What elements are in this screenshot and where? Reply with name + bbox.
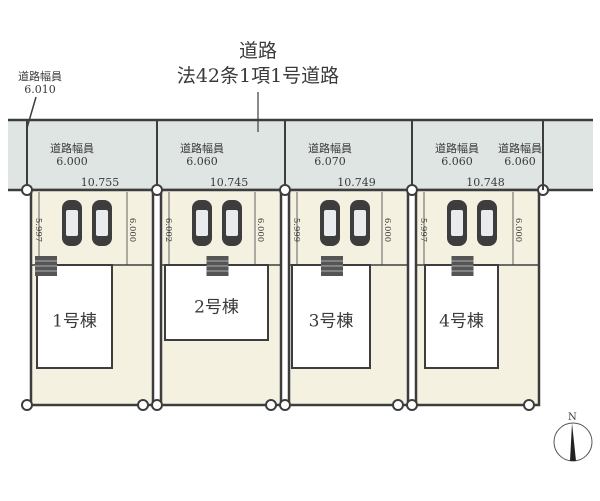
frontage-length: 10.748 [466, 176, 505, 189]
road-width-value: 6.060 [186, 155, 218, 168]
frontage-length: 10.755 [81, 176, 120, 189]
utility-box-icon [35, 256, 57, 276]
boundary-marker [406, 399, 418, 411]
road-width-value: 6.060 [504, 155, 536, 168]
boundary-marker [151, 184, 163, 196]
car-icon [62, 200, 82, 246]
boundary-marker [279, 399, 291, 411]
depth-left-value: 5.999 [291, 218, 301, 242]
boundary-marker [406, 184, 418, 196]
boundary-marker [151, 399, 163, 411]
left-road-width-value: 6.010 [24, 83, 56, 96]
left-road-width-label: 道路幅員 [18, 69, 62, 83]
road-classification: 法42条1項1号道路 [177, 65, 339, 87]
car-icon [222, 200, 242, 246]
road-width-value: 6.060 [441, 155, 473, 168]
boundary-marker [523, 399, 535, 411]
car-icon [477, 200, 497, 246]
road-width-value: 6.070 [314, 155, 346, 168]
boundary-marker [392, 399, 404, 411]
car-icon [92, 200, 112, 246]
road-width-label: 道路幅員 [308, 141, 352, 155]
road-width-label: 道路幅員 [180, 141, 224, 155]
house-footprint [164, 264, 269, 341]
boundary-marker [265, 399, 277, 411]
road-width-value: 6.000 [56, 155, 88, 168]
frontage-length: 10.745 [210, 176, 249, 189]
left-road-leader [26, 96, 37, 129]
frontage-length: 10.749 [337, 176, 376, 189]
depth-left-value: 6.002 [163, 218, 173, 242]
road-title: 道路 [239, 40, 277, 62]
boundary-marker [137, 399, 149, 411]
depth-right-value: 6.000 [382, 218, 392, 242]
north-arrow-icon [570, 423, 576, 461]
utility-box-icon [321, 256, 343, 276]
car-icon [192, 200, 212, 246]
depth-right-value: 6.000 [255, 218, 265, 242]
house-label: 2号棟 [194, 298, 239, 318]
car-icon [320, 200, 340, 246]
depth-left-value: 5.997 [33, 218, 43, 242]
depth-left-value: 5.997 [418, 218, 428, 242]
house-footprint [291, 264, 371, 369]
house-footprint [36, 264, 113, 369]
house-label: 4号棟 [439, 312, 484, 332]
north-compass: N [553, 412, 593, 462]
utility-box-icon [206, 256, 229, 276]
house-label: 1号棟 [52, 312, 97, 332]
road-width-label: 道路幅員 [498, 141, 542, 155]
house-footprint [424, 264, 499, 369]
car-icon [447, 200, 467, 246]
utility-box-icon [451, 256, 474, 276]
boundary-marker [21, 399, 33, 411]
road-width-label: 道路幅員 [50, 141, 94, 155]
boundary-marker [279, 184, 291, 196]
depth-right-value: 6.000 [127, 218, 137, 242]
depth-right-value: 6.000 [513, 218, 523, 242]
road-width-label: 道路幅員 [435, 141, 479, 155]
compass-north-label: N [568, 412, 577, 423]
house-label: 3号棟 [309, 312, 354, 332]
road-area [8, 120, 593, 190]
car-icon [350, 200, 370, 246]
boundary-marker [21, 184, 33, 196]
